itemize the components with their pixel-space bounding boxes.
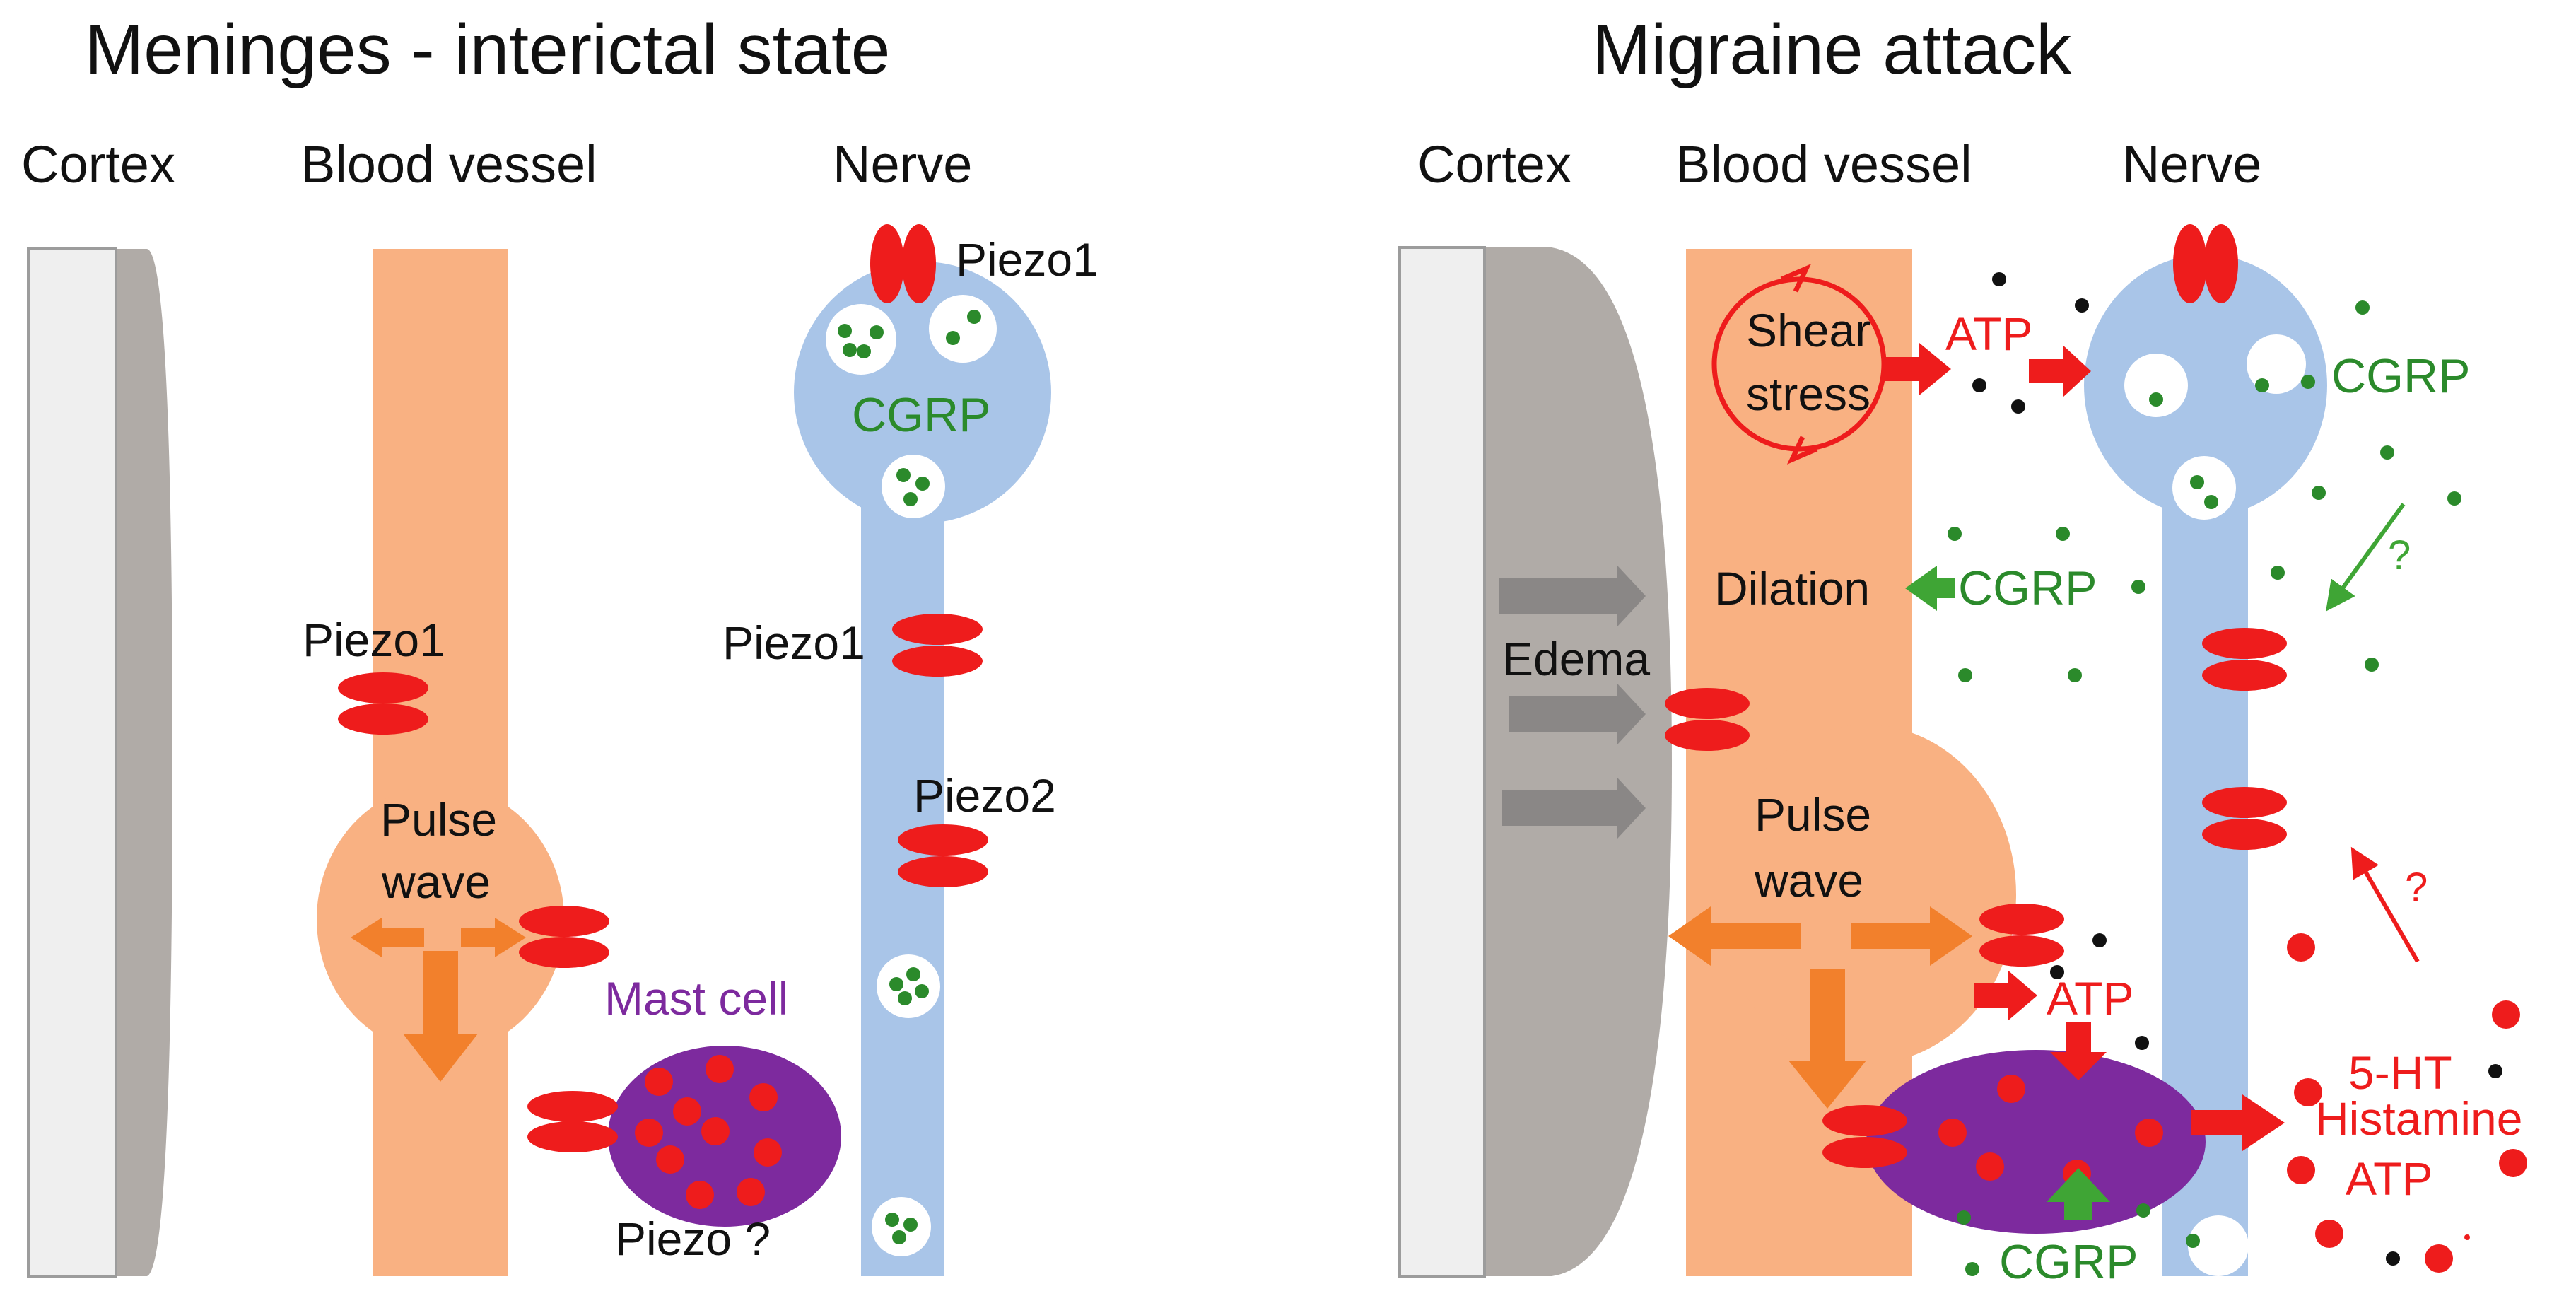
red-question-arrow <box>2350 846 2420 963</box>
left-cortex <box>27 247 172 1278</box>
right-vessel-bulge <box>1716 725 2016 1064</box>
right-piezo-nerve-channel-1 <box>2202 628 2287 691</box>
left-cortex-outer <box>27 247 117 1278</box>
left-piezo2-nerve-channel <box>898 824 988 887</box>
right-wave-label: wave <box>1754 854 1863 906</box>
right-stress-label: stress <box>1746 368 1870 420</box>
edema-arrow <box>1509 684 1646 744</box>
right-cgrp-bottom-label: CGRP <box>1999 1235 2138 1289</box>
vesicle <box>877 954 940 1018</box>
vesicle <box>882 455 945 518</box>
right-panel: Migraine attack Cortex Blood vessel Nerv… <box>1398 10 2527 1289</box>
right-piezo-top-channel <box>2173 224 2238 303</box>
right-5ht-label: 5-HT <box>2348 1046 2452 1099</box>
left-blood-vessel <box>317 249 564 1276</box>
right-mast-cell-body <box>1866 1050 2206 1234</box>
right-cortex-outer <box>1398 246 1486 1278</box>
right-pulse-arrows <box>1668 906 1972 1109</box>
right-atp-bottom-label: ATP <box>2346 1152 2432 1205</box>
vesicle <box>826 304 896 375</box>
right-histamine-label: Histamine <box>2315 1092 2522 1145</box>
left-piezo-top-channel <box>870 224 936 303</box>
right-dilation-label: Dilation <box>1714 562 1870 614</box>
left-nerve-label: Nerve <box>833 135 972 194</box>
left-piezo1-vessel-channel <box>338 672 428 735</box>
left-vessel-bulge <box>317 785 564 1053</box>
right-q2-label: ? <box>2405 865 2428 911</box>
left-mast-cell <box>608 1046 841 1227</box>
cgrp-to-dilation-arrow <box>1905 566 1955 611</box>
right-cortex-gray-layer <box>1481 247 1672 1276</box>
atp-to-nerve-arrow <box>2029 345 2091 397</box>
left-vesicles <box>826 295 997 1256</box>
left-pulse-arrow-right <box>461 918 526 957</box>
right-piezo-vessel-left-channel <box>1665 688 1750 751</box>
left-pulse-arrows <box>351 918 526 1082</box>
right-cortex <box>1398 246 1672 1278</box>
right-piezo-nerve-channel-2 <box>2202 787 2287 850</box>
left-cgrp-label: CGRP <box>852 388 990 442</box>
edema-arrow <box>1502 778 1646 839</box>
right-q1-label: ? <box>2388 532 2411 578</box>
right-cgrp-top-label: CGRP <box>2331 349 2470 403</box>
left-cortex-gray-layer <box>113 249 172 1276</box>
right-pulse-arrow-down <box>1788 969 1866 1109</box>
edema-arrow <box>1499 566 1646 626</box>
right-nerve-terminal <box>2084 255 2327 516</box>
right-shear-label: Shear <box>1746 304 1870 356</box>
right-atp-top-label: ATP <box>1945 308 2032 360</box>
piezo-to-atp-arrow <box>1974 970 2037 1021</box>
right-edema-label: Edema <box>1502 633 1650 685</box>
left-piezo-vessel-edge-channel <box>519 906 609 968</box>
right-green-arrows <box>1905 566 2110 1220</box>
right-pulse-arrow-left <box>1668 906 1801 966</box>
right-mast-cell <box>1866 1050 2206 1234</box>
left-vessel-body <box>373 249 508 1276</box>
left-piezo1-vessel-label: Piezo1 <box>303 614 445 666</box>
left-pulse-label: Pulse <box>380 793 497 846</box>
left-pulse-arrow-down <box>403 951 478 1082</box>
right-cgrp-mid-label: CGRP <box>1958 561 2097 615</box>
right-mediator-dots <box>2287 933 2527 1273</box>
left-title: Meninges - interictal state <box>85 10 890 89</box>
left-panel: Meninges - interictal state Cortex Blood… <box>21 10 1099 1278</box>
left-mast-piezo-channel <box>527 1091 618 1152</box>
green-question-arrow <box>2326 503 2406 612</box>
vesicle-open <box>2188 1215 2249 1276</box>
vesicle <box>872 1197 931 1256</box>
right-title: Migraine attack <box>1592 10 2072 89</box>
right-red-arrows <box>1884 343 2285 1151</box>
mast-release-arrow <box>2191 1094 2285 1151</box>
left-vessel-label: Blood vessel <box>300 135 597 194</box>
right-vesicles-open <box>2124 334 2306 1276</box>
left-cortex-label: Cortex <box>21 135 175 194</box>
vesicle-open <box>2172 456 2236 520</box>
right-mast-piezo-channel <box>1822 1105 1907 1168</box>
left-piezo-q-label: Piezo ? <box>615 1213 771 1265</box>
left-mast-cell-label: Mast cell <box>604 972 788 1024</box>
atp-to-mast-arrow <box>2050 1022 2107 1080</box>
right-cgrp-dots <box>1948 300 2461 1276</box>
cgrp-to-mast-arrow <box>2047 1168 2110 1220</box>
vesicle-open <box>2124 354 2188 417</box>
shear-to-atp-arrow <box>1884 343 1951 395</box>
left-piezo1-nerve-label: Piezo1 <box>722 617 865 669</box>
left-piezo1-top-label: Piezo1 <box>956 233 1099 286</box>
right-cortex-label: Cortex <box>1417 135 1571 194</box>
right-vessel-label: Blood vessel <box>1675 135 1972 194</box>
right-pulse-arrow-right <box>1851 906 1972 966</box>
left-piezo1-nerve-channel <box>892 614 983 677</box>
right-atp-mid-label: ATP <box>2047 972 2133 1024</box>
left-pulse-arrow-left <box>351 918 424 957</box>
right-pulse-label: Pulse <box>1755 788 1871 841</box>
left-piezo2-nerve-label: Piezo2 <box>913 769 1056 822</box>
right-nerve-label: Nerve <box>2122 135 2261 194</box>
right-blood-vessel <box>1686 249 2016 1276</box>
right-edema-arrows <box>1499 566 1646 839</box>
vesicle <box>929 295 997 363</box>
right-piezo-vessel-right-channel <box>1979 904 2064 967</box>
right-atp-dots <box>1972 272 2502 1266</box>
left-wave-label: wave <box>381 856 491 908</box>
